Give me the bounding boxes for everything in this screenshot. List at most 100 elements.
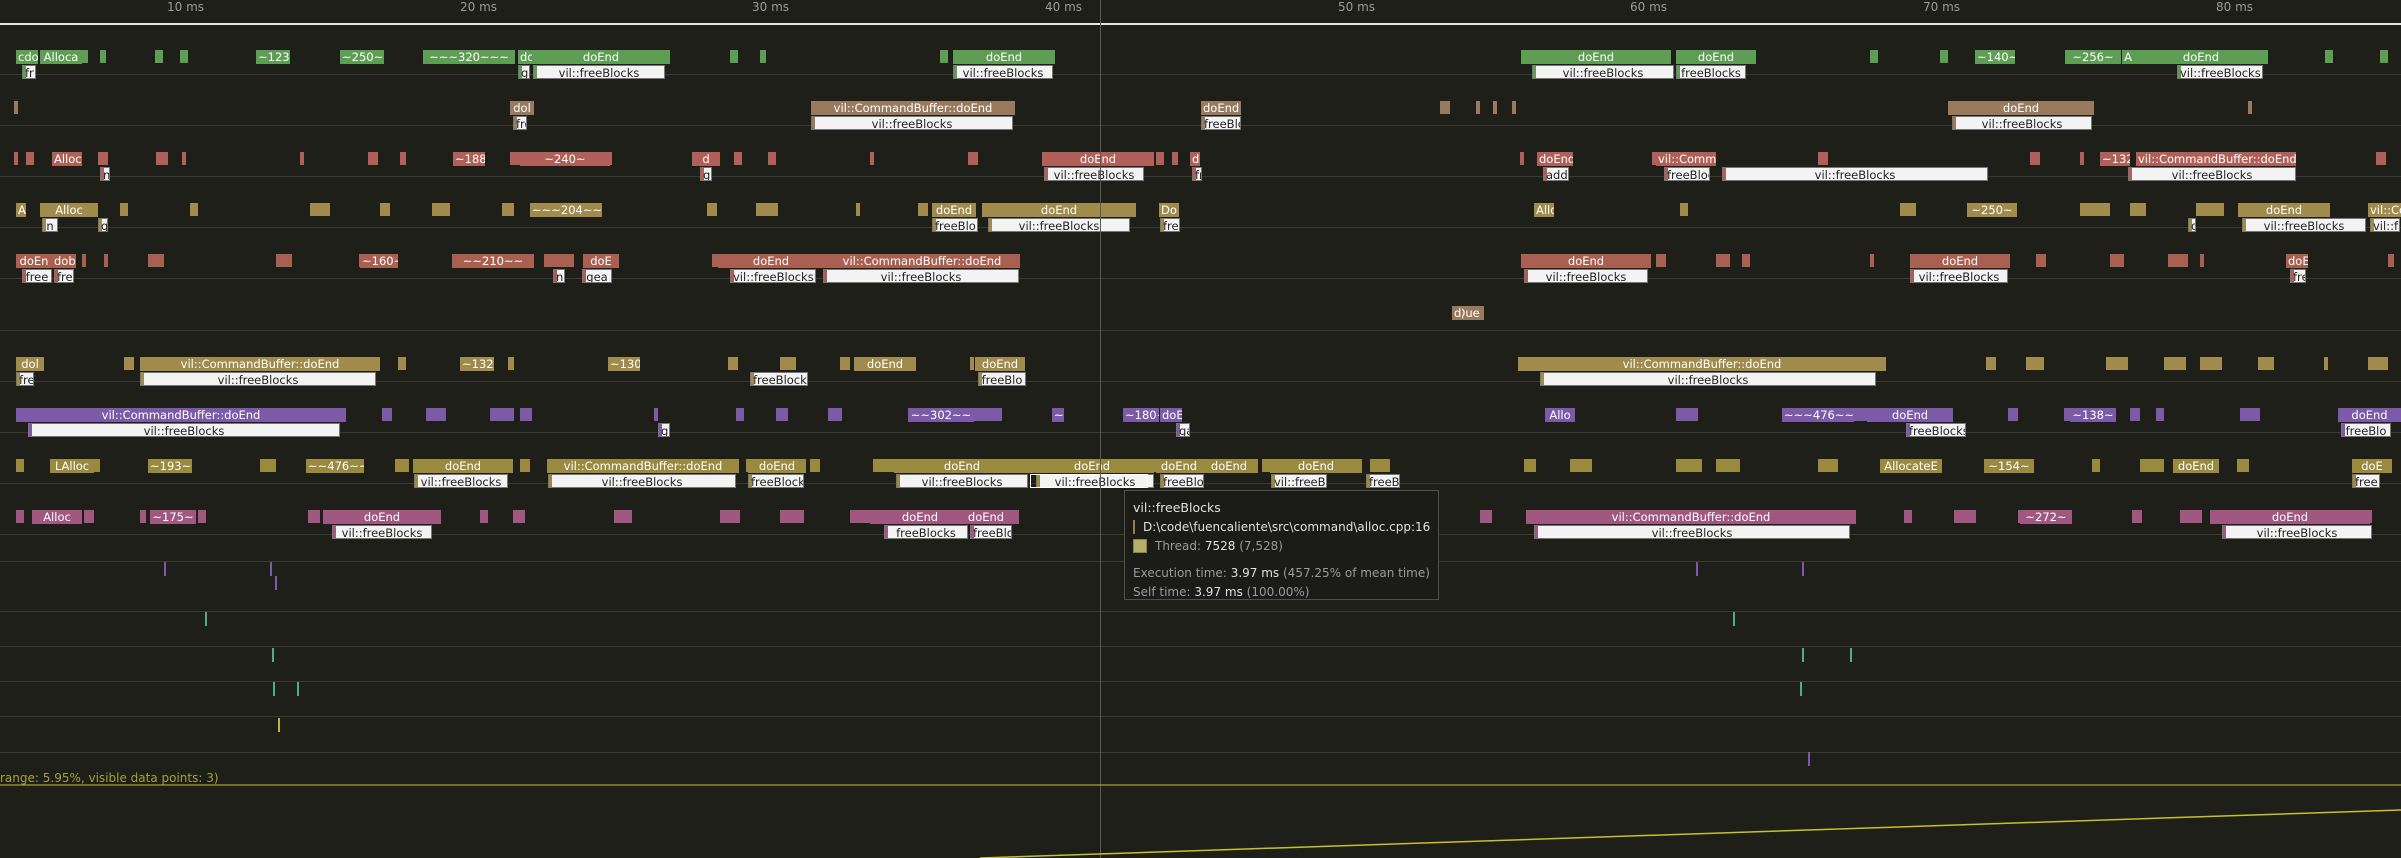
zone-block[interactable]: d <box>692 152 720 166</box>
child-zone-block[interactable]: vil::freeBlocks <box>1044 167 1144 181</box>
child-zone-block[interactable]: freeBlock <box>750 372 808 386</box>
child-zone-block[interactable]: vil::freeBlocks <box>414 474 508 488</box>
zone-sliver[interactable] <box>654 408 658 421</box>
zone-block[interactable]: vil::CommandBuffer::doEnd <box>16 408 346 422</box>
zone-sliver[interactable] <box>508 357 514 370</box>
zone-block[interactable]: doEn <box>16 254 52 268</box>
zone-block[interactable]: vil::CommandBuffer::doEnd <box>1518 357 1886 371</box>
zone-sliver[interactable] <box>2240 408 2260 421</box>
zone-sliver[interactable] <box>768 152 776 165</box>
zone-block[interactable]: dol <box>510 101 534 115</box>
zone-sliver[interactable] <box>2106 357 2128 370</box>
child-zone-block[interactable]: vil::freeBlocks <box>548 474 736 488</box>
zone-block[interactable]: doE <box>2352 459 2392 473</box>
zone-sliver[interactable] <box>870 152 874 165</box>
zone-sliver[interactable] <box>2200 254 2204 267</box>
zone-block[interactable]: Do <box>1159 203 1179 217</box>
zone-block[interactable]: ~154~ <box>1984 459 2034 473</box>
zone-sliver[interactable] <box>1940 50 1948 63</box>
zone-block[interactable]: ~123~ <box>256 50 290 64</box>
mark-lane-11-a[interactable] <box>164 562 166 576</box>
zone-sliver[interactable] <box>1520 152 1524 165</box>
child-zone-block[interactable]: free <box>2352 474 2380 488</box>
child-zone-block[interactable]: vil::freeBlocks <box>1532 65 1674 79</box>
memory-plot[interactable] <box>0 782 2401 858</box>
child-zone-block[interactable]: freeBlo <box>932 218 978 232</box>
zone-block[interactable]: doEnd <box>894 459 1030 473</box>
zone-sliver[interactable] <box>2110 254 2124 267</box>
zone-block[interactable]: ~~476~~ <box>306 459 364 473</box>
zone-sliver[interactable] <box>1818 152 1828 165</box>
zone-sliver[interactable] <box>82 50 88 63</box>
mark-lane-13-a[interactable] <box>272 648 274 662</box>
zone-block[interactable]: doEnd <box>2173 459 2219 473</box>
zone-sliver[interactable] <box>2092 459 2100 472</box>
mark-lane-13-c[interactable] <box>1850 648 1852 662</box>
zone-sliver[interactable] <box>368 152 378 165</box>
zone-sliver[interactable] <box>2248 101 2252 114</box>
zone-sliver[interactable] <box>2325 50 2333 63</box>
zone-sliver[interactable] <box>513 510 525 523</box>
zone-block[interactable]: doE <box>1190 152 1200 166</box>
zone-sliver[interactable] <box>198 510 206 523</box>
child-zone-block[interactable]: freeBlo <box>978 372 1026 386</box>
mark-lane-13-b[interactable] <box>1802 648 1804 662</box>
zone-block[interactable]: cdo <box>16 50 38 64</box>
zone-sliver[interactable] <box>520 408 532 421</box>
zone-block[interactable]: doEnd <box>1201 101 1241 115</box>
child-zone-block[interactable]: n <box>42 218 58 232</box>
child-zone-block[interactable]: gea <box>582 269 612 283</box>
zone-block[interactable]: Alloc <box>52 152 82 166</box>
zone-block[interactable]: doE <box>2286 254 2308 268</box>
zone-sliver[interactable] <box>736 408 744 421</box>
mark-lane-14-a[interactable] <box>273 682 275 696</box>
child-zone-block[interactable]: vil::freeBlocks <box>1534 525 1850 539</box>
zone-block[interactable]: doEnd <box>1521 254 1651 268</box>
zone-block[interactable]: doEnd <box>870 510 970 524</box>
mark-lane-11-c[interactable] <box>275 576 277 590</box>
zone-sliver[interactable] <box>980 408 1002 421</box>
zone-block[interactable]: doEnd <box>2210 510 2370 524</box>
zone-sliver[interactable] <box>155 50 163 63</box>
zone-block[interactable]: ~132~ <box>460 357 494 371</box>
zone-sliver[interactable] <box>400 152 406 165</box>
zone-sliver[interactable] <box>84 510 94 523</box>
zone-sliver[interactable] <box>2380 50 2388 63</box>
timeline-ruler[interactable]: 10 ms 20 ms 30 ms 40 ms 50 ms 60 ms 70 m… <box>0 0 2401 22</box>
zone-block[interactable]: A <box>2122 50 2134 64</box>
zone-block[interactable]: ~130~ <box>608 357 640 371</box>
zone-sliver[interactable] <box>100 50 106 63</box>
mark-lane-12-a[interactable] <box>205 612 207 626</box>
zone-block[interactable]: vil::CommandBuffer::doEnd <box>811 101 1015 115</box>
zone-block[interactable]: ~~210~~ <box>452 254 534 268</box>
zone-block[interactable]: doEnd <box>1676 50 1756 64</box>
zone-block[interactable]: vil::CommandBuffer::doEnd <box>1526 510 1856 524</box>
zone-sliver[interactable] <box>850 510 874 523</box>
zone-block[interactable]: ~~~320~~~ <box>423 50 515 64</box>
zone-block[interactable]: ~140~ <box>1975 50 2015 64</box>
zone-sliver[interactable] <box>760 50 766 63</box>
zone-sliver[interactable] <box>2156 408 2164 421</box>
zone-sliver[interactable] <box>1900 203 1916 216</box>
mark-lane-11-b[interactable] <box>270 562 272 576</box>
zone-block[interactable]: doEnd <box>854 357 916 371</box>
zone-sliver[interactable] <box>728 357 738 370</box>
child-zone-block[interactable]: vil::freeBlocks <box>730 269 816 283</box>
zone-sliver[interactable] <box>2164 357 2186 370</box>
zone-sliver[interactable] <box>1150 459 1160 472</box>
zone-sliver[interactable] <box>756 203 778 216</box>
child-zone-block[interactable]: g <box>518 65 530 79</box>
child-zone-block[interactable]: g <box>700 167 712 181</box>
zone-sliver[interactable] <box>2026 357 2044 370</box>
child-zone-block[interactable]: vil::freeBlocks <box>1540 372 1876 386</box>
zone-sliver[interactable] <box>2130 408 2140 421</box>
zone-sliver[interactable] <box>1476 101 1480 114</box>
zone-sliver[interactable] <box>432 203 450 216</box>
child-zone-block[interactable]: vil::freeBlocks <box>2222 525 2372 539</box>
zone-sliver[interactable] <box>1512 101 1516 114</box>
zone-block[interactable]: vil::CommandBuffer::doEnd <box>140 357 380 371</box>
child-zone-block[interactable]: freeBlo <box>2341 423 2391 437</box>
zone-sliver[interactable] <box>16 510 24 523</box>
zone-sliver[interactable] <box>1818 459 1838 472</box>
zone-sliver[interactable] <box>2168 254 2188 267</box>
